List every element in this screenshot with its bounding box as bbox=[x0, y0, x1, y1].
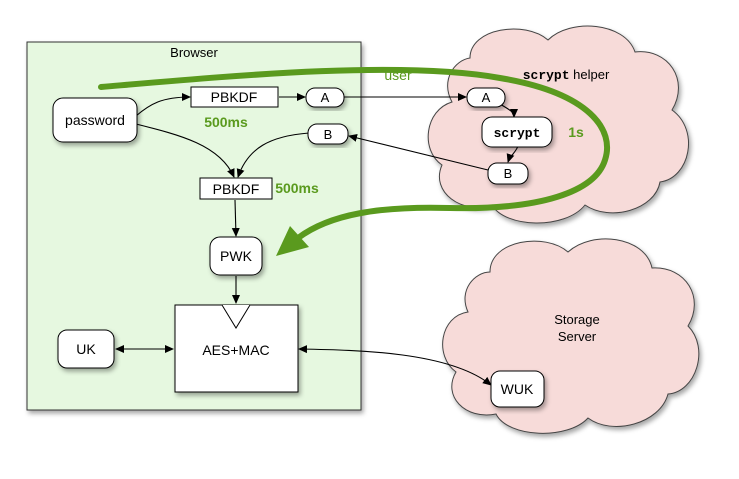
arrow-a-right-to-scrypt bbox=[499, 103, 518, 118]
arrow-b-left-to-pbkdf2 bbox=[236, 132, 310, 178]
node-uk: UK bbox=[57, 329, 115, 369]
password-label: password bbox=[65, 112, 125, 128]
arrow-b-right-to-b-left bbox=[348, 134, 489, 171]
user-path-curve bbox=[98, 66, 611, 241]
storage-title-line1: Storage bbox=[554, 312, 600, 327]
node-scrypt: scrypt bbox=[481, 116, 553, 148]
pwk-label: PWK bbox=[220, 248, 253, 264]
node-b-right: B bbox=[487, 162, 529, 185]
b-left-label: B bbox=[324, 127, 333, 142]
connectors bbox=[115, 93, 519, 386]
wuk-label: WUK bbox=[501, 381, 534, 397]
scrypt-label: scrypt bbox=[494, 126, 541, 141]
aes-input-notch bbox=[221, 304, 251, 329]
user-path: user bbox=[98, 66, 611, 256]
a-left-label: A bbox=[321, 90, 330, 105]
node-b-left: B bbox=[307, 123, 349, 145]
storage-title-line2: Server bbox=[558, 329, 597, 344]
node-pbkdf-2: PBKDF bbox=[199, 177, 273, 200]
node-password: password bbox=[52, 97, 138, 143]
arrow-aes-wuk bbox=[298, 345, 492, 386]
node-aes-mac: AES+MAC bbox=[174, 304, 299, 393]
b-right-label: B bbox=[504, 166, 513, 181]
pbkdf1-label: PBKDF bbox=[211, 89, 258, 105]
timing-1s: 1s bbox=[568, 124, 584, 140]
timing-500ms-1: 500ms bbox=[204, 114, 248, 130]
storage-server-cloud: Storage Server bbox=[442, 238, 700, 434]
aes-mac-label: AES+MAC bbox=[202, 342, 269, 358]
node-pwk: PWK bbox=[209, 236, 263, 276]
node-wuk: WUK bbox=[490, 370, 545, 408]
user-path-arrowhead bbox=[276, 226, 309, 256]
node-a-left: A bbox=[305, 87, 345, 108]
a-right-label: A bbox=[482, 90, 491, 105]
uk-label: UK bbox=[76, 341, 96, 357]
arrow-password-to-pbkdf1 bbox=[135, 93, 191, 117]
node-pbkdf-1: PBKDF bbox=[190, 86, 279, 108]
browser-title: Browser bbox=[170, 45, 218, 60]
arrow-password-to-pbkdf2 bbox=[135, 123, 235, 178]
timing-500ms-2: 500ms bbox=[275, 180, 319, 196]
pbkdf2-label: PBKDF bbox=[213, 181, 260, 197]
node-a-right: A bbox=[466, 87, 506, 108]
helper-title: scrypt helper bbox=[523, 67, 610, 83]
arrow-pbkdf2-to-pwk bbox=[231, 199, 240, 237]
user-label: user bbox=[384, 67, 412, 83]
